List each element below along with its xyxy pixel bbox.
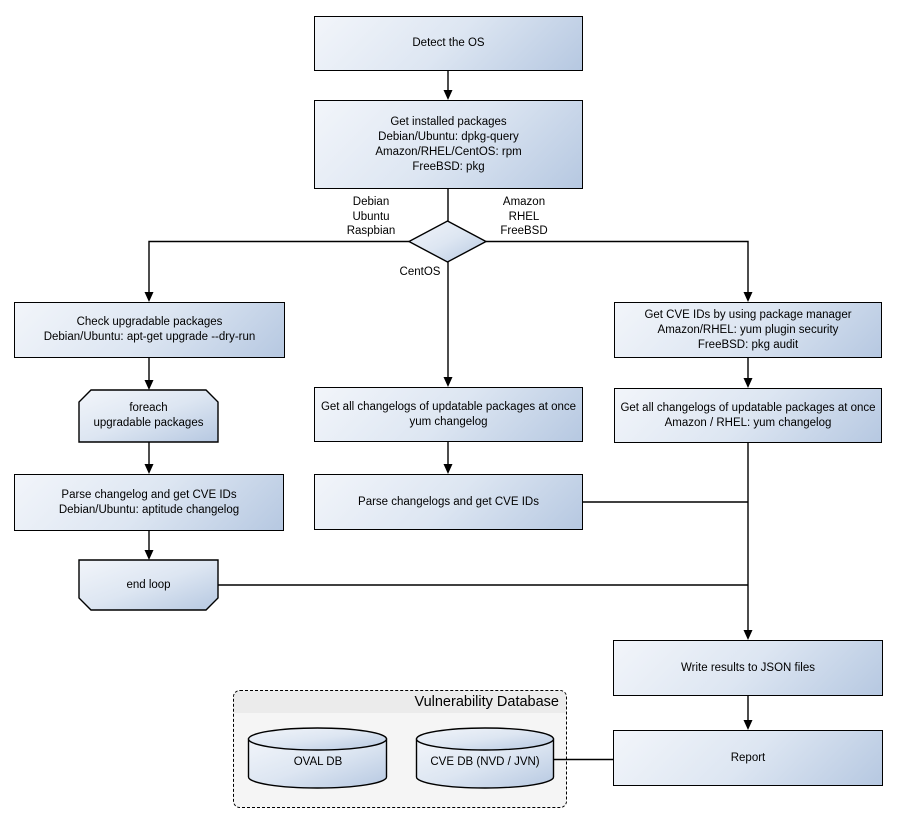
- node-parse-changelog-left: Parse changelog and get CVE IDs Debian/U…: [14, 474, 284, 531]
- node-check-upgradable-packages: Check upgradable packages Debian/Ubuntu:…: [14, 302, 285, 358]
- node-write-results-json: Write results to JSON files: [613, 640, 883, 696]
- branch-label-amazon: Amazon RHEL FreeBSD: [500, 196, 548, 237]
- node-get-cve-ids-package-manager: Get CVE IDs by using package manager Ama…: [614, 302, 882, 358]
- node-report: Report: [613, 730, 883, 786]
- node-get-changelogs-centos: Get all changelogs of updatable packages…: [314, 387, 583, 442]
- node-get-changelogs-amazon-rhel: Get all changelogs of updatable packages…: [614, 388, 882, 443]
- end-loop-label: end loop: [126, 578, 171, 591]
- cve-db-label: CVE DB (NVD / JVN): [430, 755, 540, 768]
- node-get-installed-packages: Get installed packages Debian/Ubuntu: dp…: [314, 100, 583, 189]
- decision-diamond: [407, 220, 488, 263]
- vulnerability-database-title: Vulnerability Database: [234, 691, 566, 713]
- foreach-loop-label: foreach upgradable packages: [93, 402, 204, 429]
- branch-label-debian: Debian Ubuntu Raspbian: [346, 196, 396, 237]
- oval-db-label: OVAL DB: [293, 755, 343, 768]
- node-detect-os: Detect the OS: [314, 16, 583, 71]
- branch-label-centos: CentOS: [399, 266, 441, 278]
- node-parse-changelogs-centos: Parse changelogs and get CVE IDs: [314, 474, 583, 530]
